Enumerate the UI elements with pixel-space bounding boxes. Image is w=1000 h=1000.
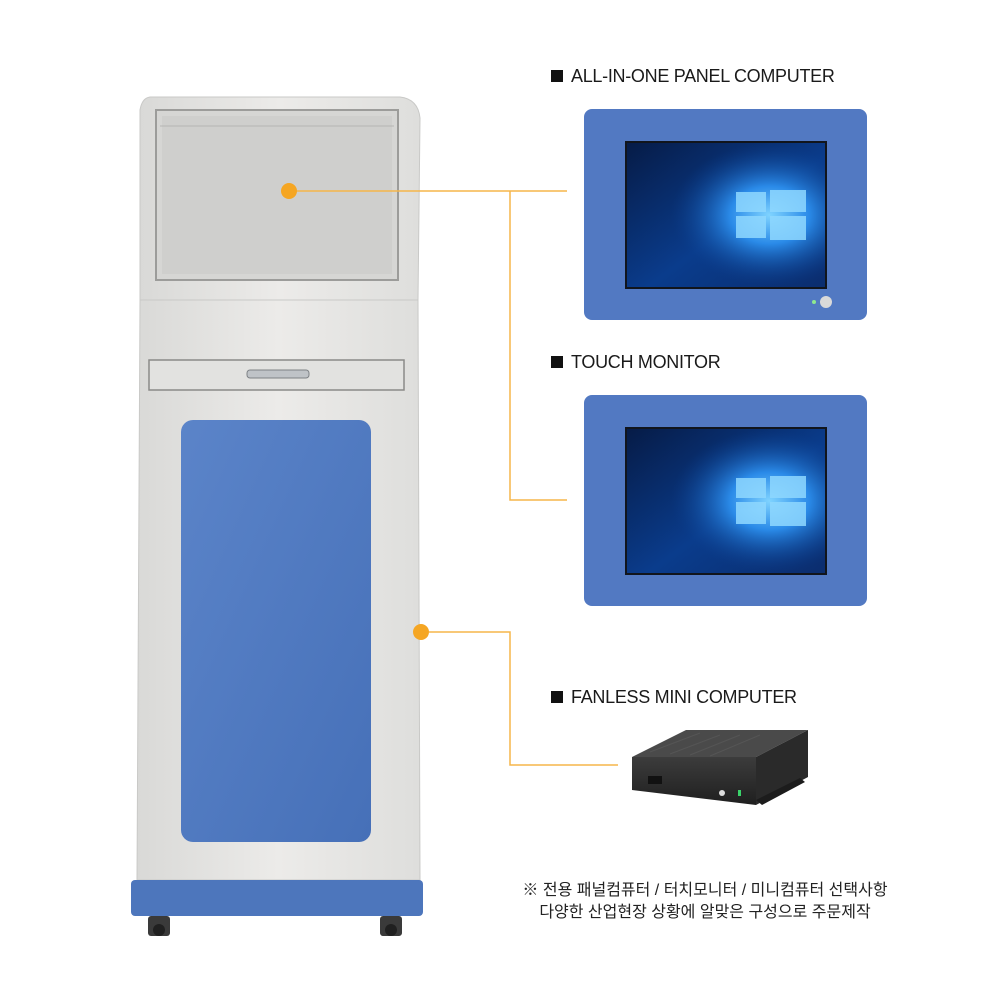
options-note-line1: ※ 전용 패널컴퓨터 / 터치모니터 / 미니컴퓨터 선택사항 bbox=[522, 882, 888, 899]
black-square-icon bbox=[551, 356, 563, 368]
kiosk-head bbox=[139, 96, 421, 301]
options-note: ※ 전용 패널컴퓨터 / 터치모니터 / 미니컴퓨터 선택사항 다양한 산업현장… bbox=[470, 880, 940, 924]
label-mini-computer: FANLESS MINI COMPUTER bbox=[551, 687, 797, 708]
label-touch-monitor-text: TOUCH MONITOR bbox=[571, 352, 721, 372]
kiosk-base bbox=[131, 880, 423, 936]
callout-lines bbox=[297, 190, 618, 766]
black-square-icon bbox=[551, 70, 563, 82]
drawer-handle bbox=[246, 369, 310, 379]
label-panel-computer-text: ALL-IN-ONE PANEL COMPUTER bbox=[571, 66, 835, 86]
options-note-line2: 다양한 산업현장 상황에 알맞은 구성으로 주문제작 bbox=[539, 904, 871, 921]
label-panel-computer: ALL-IN-ONE PANEL COMPUTER bbox=[551, 66, 835, 87]
black-square-icon bbox=[551, 691, 563, 703]
touch-monitor-image bbox=[584, 395, 867, 606]
panel-computer-image bbox=[584, 109, 867, 320]
label-touch-monitor: TOUCH MONITOR bbox=[551, 352, 721, 373]
callout-dot-mini bbox=[413, 624, 429, 640]
callout-dot-panel bbox=[281, 183, 297, 199]
mini-computer-image bbox=[632, 730, 808, 805]
kiosk-body bbox=[136, 299, 429, 881]
front-door-panel bbox=[181, 420, 371, 842]
label-mini-computer-text: FANLESS MINI COMPUTER bbox=[571, 687, 797, 707]
